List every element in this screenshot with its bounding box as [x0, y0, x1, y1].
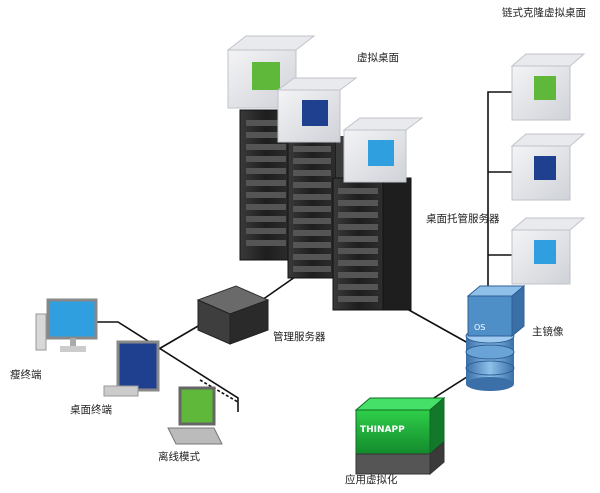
vm-cube-green [226, 35, 316, 109]
os-badge: OS [474, 323, 485, 332]
management-server-box [196, 285, 270, 345]
label-desktop-hosting-server: 桌面托管服务器 [426, 212, 500, 225]
thin-client-monitor [35, 298, 98, 352]
thinapp-badge: THINAPP [360, 425, 405, 435]
label-thin-client: 瘦终端 [10, 368, 42, 381]
line-laptop-dash [199, 379, 239, 403]
line-network-main [80, 321, 239, 412]
rack-slots [246, 120, 378, 302]
server-rack-3 [332, 177, 412, 311]
label-offline-mode: 离线模式 [158, 450, 200, 463]
vm-cube-navy [276, 77, 358, 143]
line-server-to-db [399, 304, 469, 344]
vm-cube-cyan [342, 117, 424, 183]
os-cube [466, 284, 526, 338]
offline-laptop [167, 386, 223, 445]
connections [80, 91, 512, 412]
master-image-database [465, 328, 515, 391]
clone-cube-green [510, 53, 586, 121]
desktop-terminal-monitor [103, 340, 160, 397]
label-management-server: 管理服务器 [273, 330, 326, 343]
thinapp-box [354, 396, 446, 476]
line-master-to-clones [487, 91, 512, 290]
label-master-image: 主镜像 [532, 325, 564, 338]
label-app-virtualization: 应用虚拟化 [345, 473, 398, 486]
clone-cube-navy [510, 133, 586, 201]
label-linked-clone-desktop: 链式克隆虚拟桌面 [502, 6, 586, 19]
label-desktop-terminal: 桌面终端 [70, 403, 112, 416]
label-virtual-desktop: 虚拟桌面 [357, 51, 399, 64]
clone-cube-cyan [510, 217, 586, 285]
